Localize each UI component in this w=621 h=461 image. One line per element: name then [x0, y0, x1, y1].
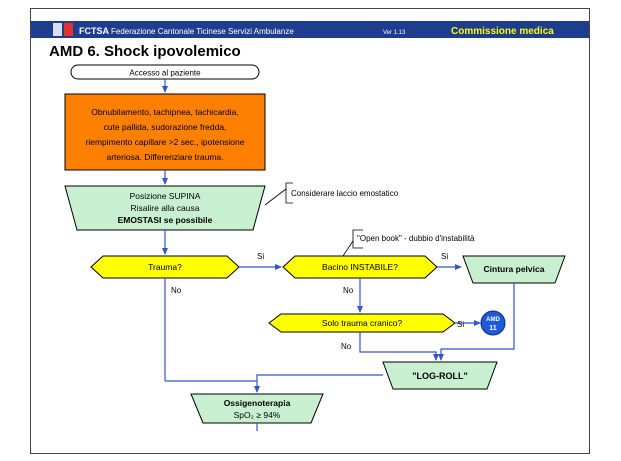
cintura-box — [462, 255, 566, 284]
decision-trauma-label: Trauma? — [148, 262, 182, 272]
logroll-label: "LOG-ROLL" — [412, 371, 468, 381]
label-si-cranico: Si — [457, 320, 464, 329]
amd-11-link[interactable] — [480, 310, 506, 336]
slide: FCTSA Federazione Cantonale Ticinese Ser… — [30, 8, 590, 454]
label-no-cranico: No — [341, 342, 352, 351]
note-openbook: "Open book" - dubbio d'instabilità — [357, 234, 475, 243]
arrow-logroll-ossigeno — [254, 374, 383, 393]
decision-cranico-label: Solo trauma cranico? — [322, 318, 403, 328]
org-short: FCTSA — [79, 26, 109, 36]
note-openbook-connector — [342, 240, 354, 257]
ossigeno-box — [190, 393, 324, 424]
header-bar — [31, 21, 589, 38]
note-laccio-connector — [264, 188, 287, 206]
note-openbook-bracket — [352, 229, 363, 249]
symptoms-line-4: arteriosa. Differenziare trauma. — [106, 152, 223, 162]
ossigeno-label: Ossigenoterapia — [224, 398, 291, 408]
amd-number: 11 — [489, 325, 497, 332]
note-laccio-bracket — [285, 182, 293, 204]
decision-bacino-label: Bacino INSTABILE? — [322, 262, 398, 272]
arrow-cintura-logroll — [438, 283, 515, 361]
label-no-trauma: No — [171, 286, 182, 295]
spo2-label: SpO₂ ≥ 94% — [234, 410, 281, 420]
org-full: Federazione Cantonale Ticinese Servizi A… — [111, 27, 294, 36]
symptoms-line-3: riempimento capillare >2 sec., ipotensio… — [86, 137, 245, 147]
position-line-3: EMOSTASI se possibile — [118, 215, 213, 225]
symptoms-line-2: cute pallida, sudorazione fredda, — [104, 122, 227, 132]
position-line-1: Posizione SUPINA — [130, 191, 201, 201]
logroll-box — [382, 361, 498, 390]
amd-label: AMD — [486, 317, 500, 323]
cintura-label: Cintura pelvica — [484, 264, 545, 274]
start-label: Accesso al paziente — [129, 69, 201, 78]
position-box — [64, 185, 266, 231]
page-title: AMD 6. Shock ipovolemico — [49, 43, 241, 60]
version-label: Ver 1.13 — [383, 30, 406, 36]
flowchart: FCTSA Federazione Cantonale Ticinese Ser… — [31, 21, 589, 431]
note-laccio: Considerare laccio emostatico — [291, 189, 399, 198]
position-line-2: Risalire alla causa — [131, 203, 200, 213]
arrow-cranico-logroll — [359, 332, 439, 361]
logo-icon — [53, 23, 73, 36]
label-si-trauma: Si — [257, 252, 264, 261]
symptoms-line-1: Obnubilamento, tachipnea, tachicardia, — [91, 107, 238, 117]
commission-label: Commissione medica — [451, 26, 554, 37]
label-si-bacino: Si — [441, 252, 448, 261]
label-no-bacino: No — [343, 286, 354, 295]
symptoms-box — [64, 93, 266, 171]
